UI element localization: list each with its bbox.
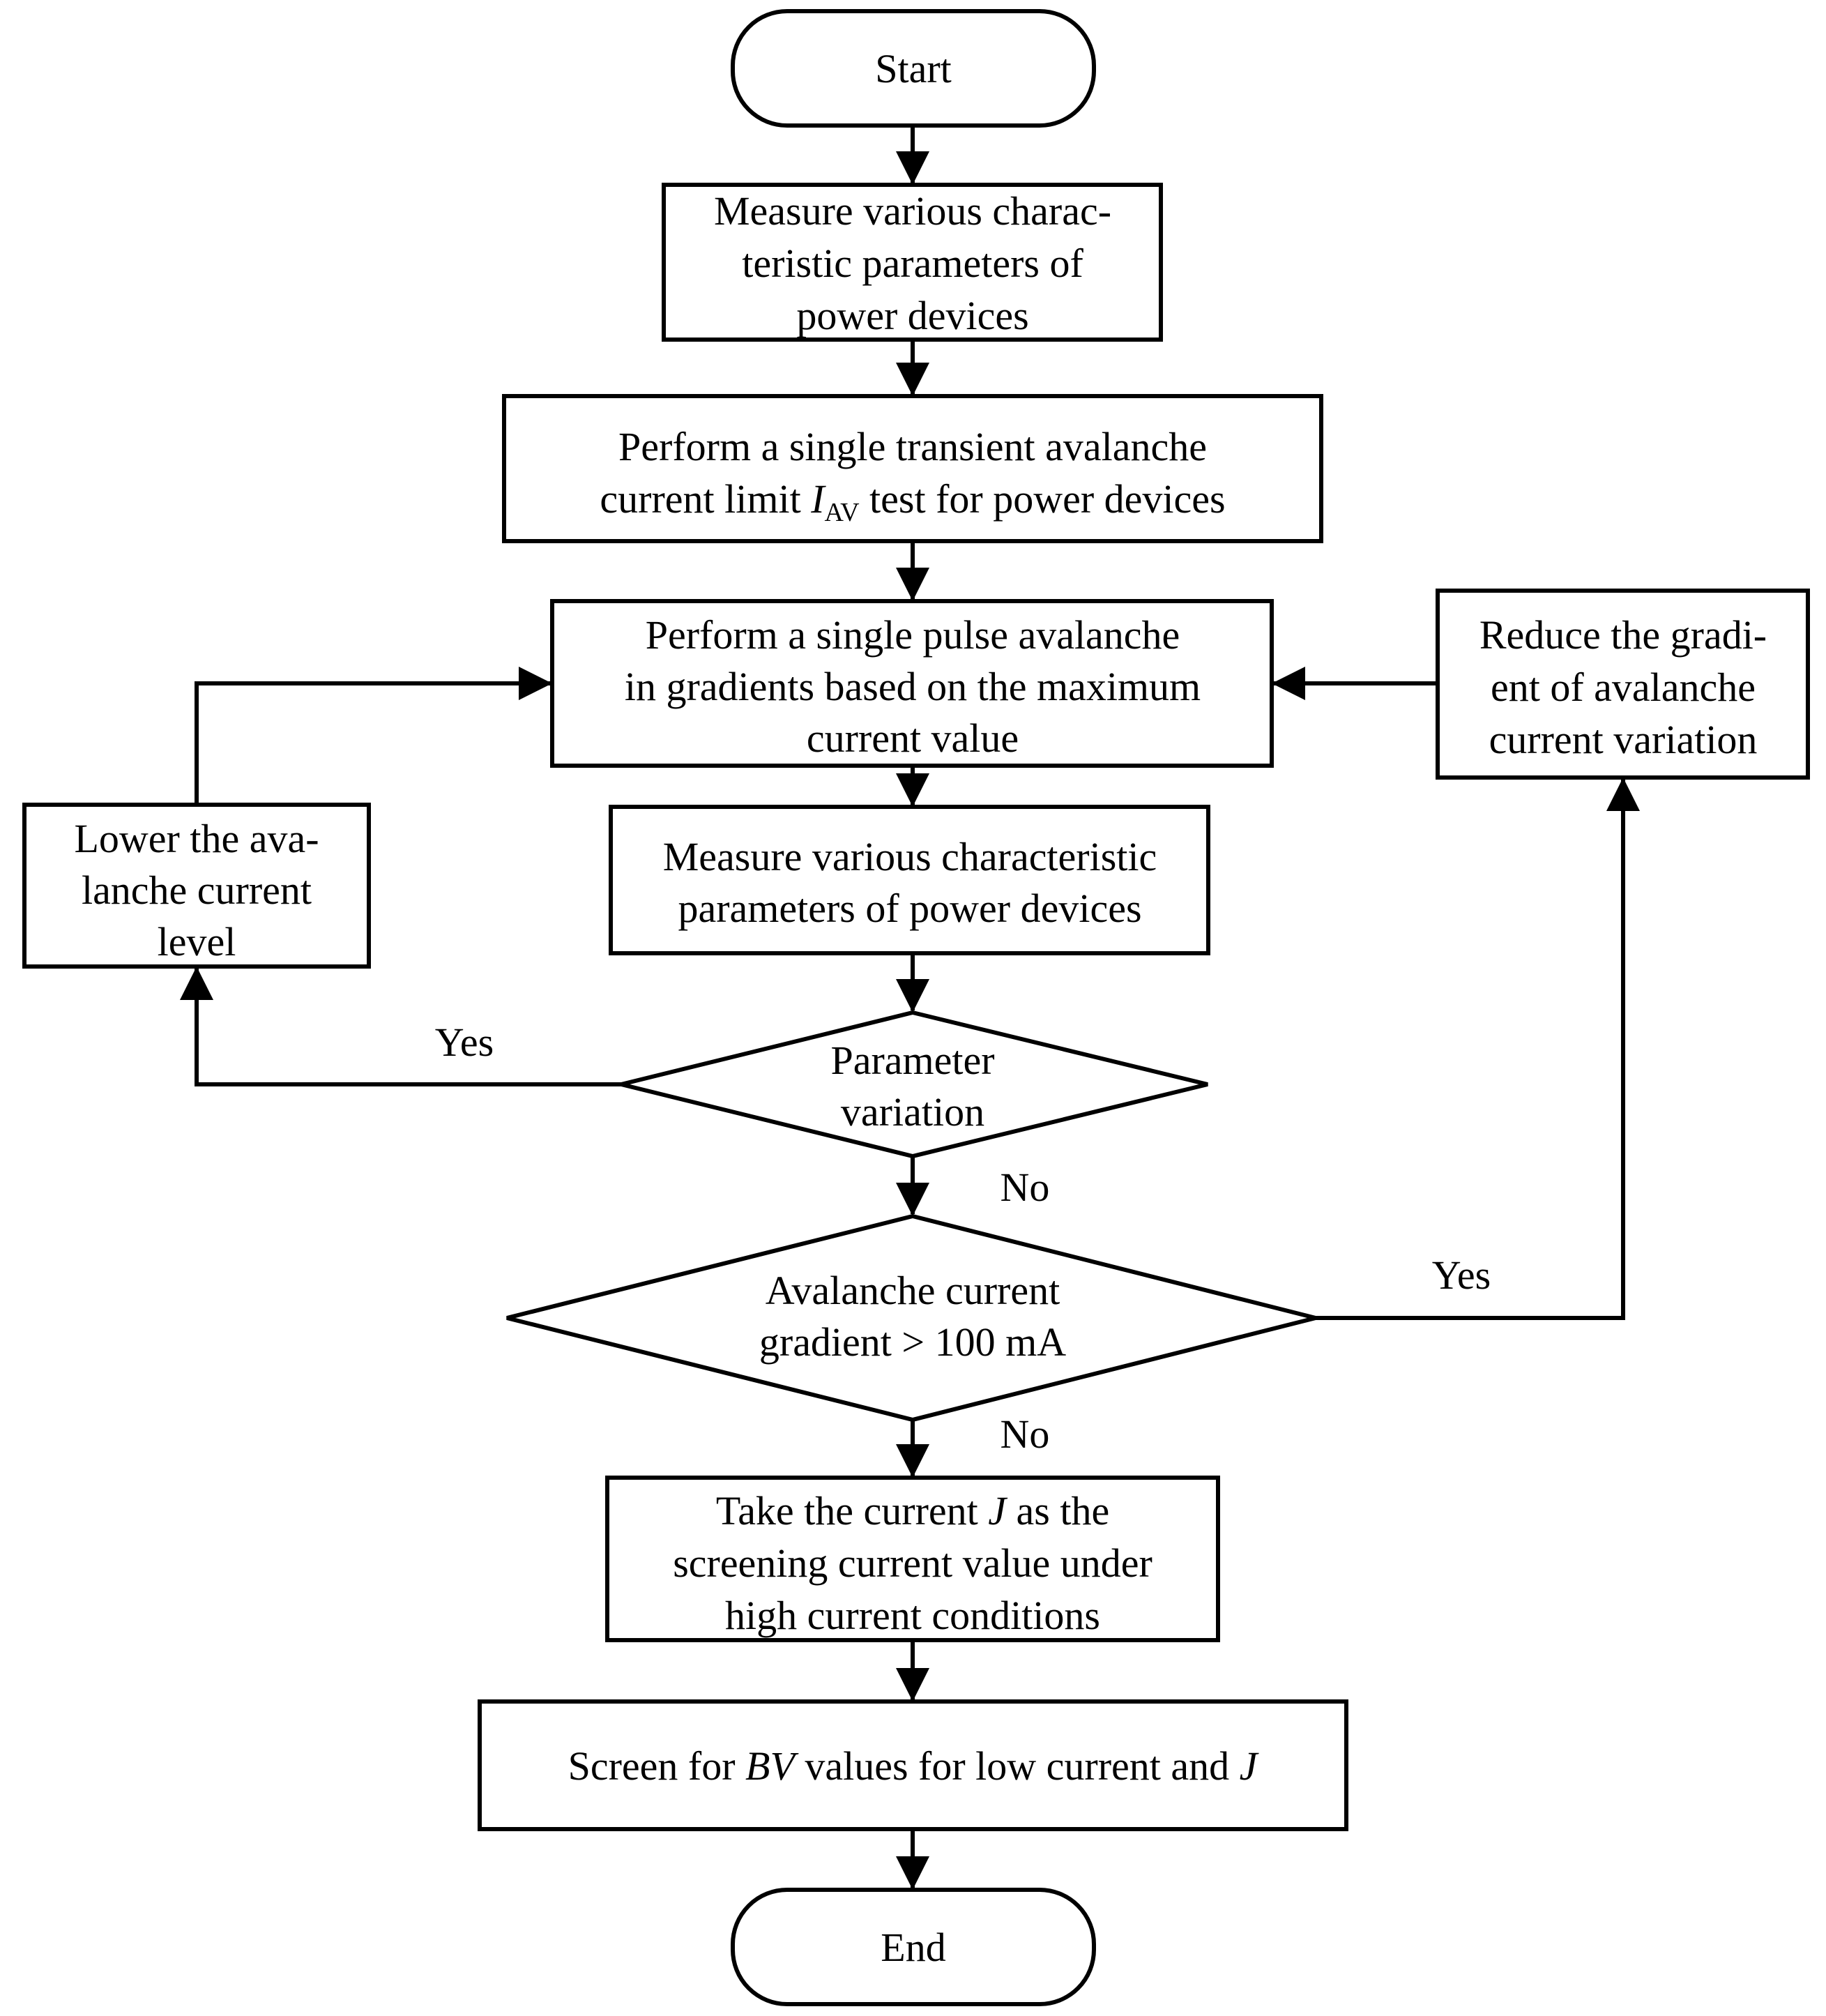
parameter-yes-label: Yes bbox=[435, 1020, 494, 1065]
screen-text: Screen for BV values for low current and… bbox=[568, 1743, 1260, 1789]
gradient-line-1: Avalanche current bbox=[766, 1268, 1060, 1313]
measure-again-box bbox=[609, 805, 1210, 955]
lower-line-2: lanche current bbox=[82, 867, 312, 913]
bv-symbol: BV bbox=[745, 1743, 799, 1789]
reduce-line-1: Reduce the gradi- bbox=[1479, 612, 1767, 658]
take-line-2: screening current value under bbox=[673, 1540, 1152, 1586]
start-label: Start bbox=[875, 46, 952, 91]
measure-initial-line-2: teristic parameters of bbox=[742, 241, 1083, 286]
reduce-line-2: ent of avalanche bbox=[1491, 665, 1756, 710]
measure-again-line-2: parameters of power devices bbox=[678, 886, 1141, 931]
screen-j-symbol: J bbox=[1240, 1743, 1260, 1789]
end-terminal bbox=[731, 1888, 1096, 2006]
arrow-parameter-yes-to-lower bbox=[180, 967, 621, 1086]
pulse-line-1: Perform a single pulse avalanche bbox=[646, 612, 1180, 658]
parameter-no-label: No bbox=[1001, 1165, 1050, 1210]
transient-suffix: test for power devices bbox=[860, 476, 1226, 522]
j-symbol: J bbox=[988, 1488, 1008, 1533]
gradient-yes-label: Yes bbox=[1432, 1252, 1491, 1298]
take-suffix: as the bbox=[1006, 1488, 1109, 1533]
reduce-line-3: current variation bbox=[1489, 717, 1758, 762]
arrow-lower-to-pulse bbox=[195, 667, 552, 805]
iav-subscript: AV bbox=[825, 498, 860, 527]
iav-symbol: I bbox=[810, 476, 826, 522]
transient-line-1: Perform a single transient avalanche bbox=[618, 424, 1207, 469]
screen-middle: values for low current and bbox=[795, 1743, 1240, 1789]
pulse-line-2: in gradients based on the maximum bbox=[625, 664, 1201, 709]
transient-line-2: current limit IAV test for power devices bbox=[600, 476, 1225, 527]
parameter-variation-decision bbox=[621, 1010, 1208, 1159]
take-line-3: high current conditions bbox=[725, 1593, 1100, 1638]
transient-prefix: current limit bbox=[600, 476, 811, 522]
parameter-line-1: Parameter bbox=[830, 1038, 994, 1083]
take-line-1: Take the current J as the bbox=[716, 1488, 1109, 1533]
gradient-decision bbox=[506, 1213, 1316, 1423]
parameter-line-2: variation bbox=[841, 1089, 984, 1135]
measure-again-line-1: Measure various characteristic bbox=[663, 834, 1157, 879]
lower-line-1: Lower the ava- bbox=[74, 816, 319, 861]
gradient-line-2: gradient > 100 mA bbox=[759, 1319, 1066, 1365]
arrow-gradient-yes-to-reduce bbox=[1316, 778, 1640, 1320]
end-label: End bbox=[881, 1925, 945, 1970]
screen-prefix: Screen for bbox=[568, 1743, 745, 1789]
lower-line-3: level bbox=[158, 919, 236, 964]
measure-initial-line-3: power devices bbox=[796, 293, 1028, 338]
take-prefix: Take the current bbox=[716, 1488, 988, 1533]
pulse-line-3: current value bbox=[807, 715, 1019, 761]
measure-initial-line-1: Measure various charac- bbox=[714, 188, 1111, 234]
gradient-no-label: No bbox=[1001, 1411, 1050, 1457]
